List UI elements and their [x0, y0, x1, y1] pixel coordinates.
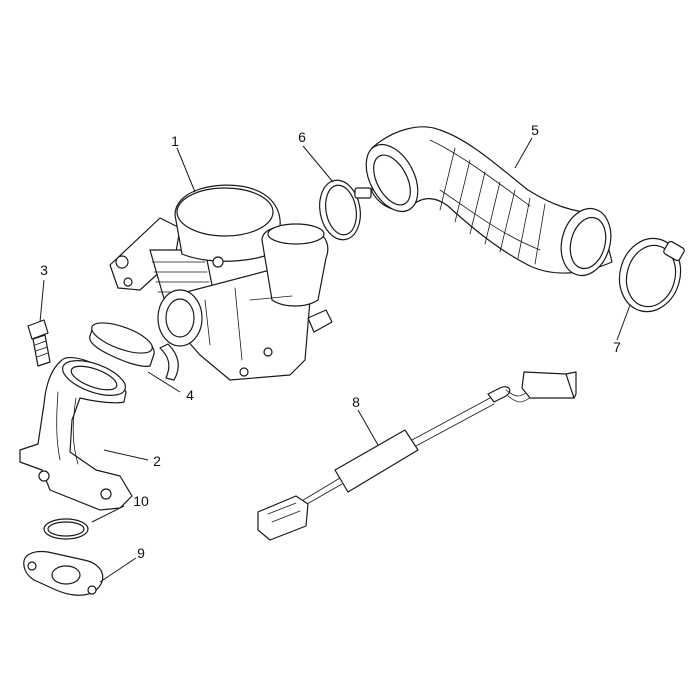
- leader-2: [103, 449, 149, 461]
- callout-10: 10: [133, 493, 149, 509]
- callout-9: 9: [137, 545, 145, 561]
- leader-5: [514, 137, 533, 169]
- leader-6: [302, 145, 334, 183]
- leader-8: [357, 409, 379, 446]
- callout-8: 8: [352, 394, 360, 410]
- callout-7: 7: [613, 339, 621, 355]
- o-ring-icon: [43, 518, 89, 540]
- intake-manifold-icon: [19, 356, 133, 511]
- bolt-icon: [27, 319, 51, 367]
- leader-3: [39, 279, 45, 323]
- callout-1: 1: [171, 133, 179, 149]
- callout-6: 6: [298, 129, 306, 145]
- leader-1: [176, 147, 196, 193]
- hose-clamp-icon: [89, 322, 155, 367]
- leader-7: [616, 304, 631, 341]
- leader-lines: [39, 137, 631, 583]
- air-intake-hose-icon: [365, 126, 613, 277]
- wiring-harness-icon: [257, 371, 577, 541]
- gasket-icon: [23, 550, 104, 596]
- callout-5: 5: [531, 122, 539, 138]
- hose-clamp-icon: [319, 179, 372, 241]
- callout-4: 4: [186, 387, 194, 403]
- carburetor-icon: [109, 184, 333, 381]
- leader-4: [147, 371, 181, 393]
- hose-clamp-icon: [618, 237, 685, 313]
- callout-3: 3: [40, 262, 48, 278]
- callout-labels: 1 2 3 4 5 6 7 8 9 10: [40, 122, 621, 561]
- leader-10: [91, 505, 125, 523]
- callout-2: 2: [153, 453, 161, 469]
- leader-9: [99, 557, 137, 583]
